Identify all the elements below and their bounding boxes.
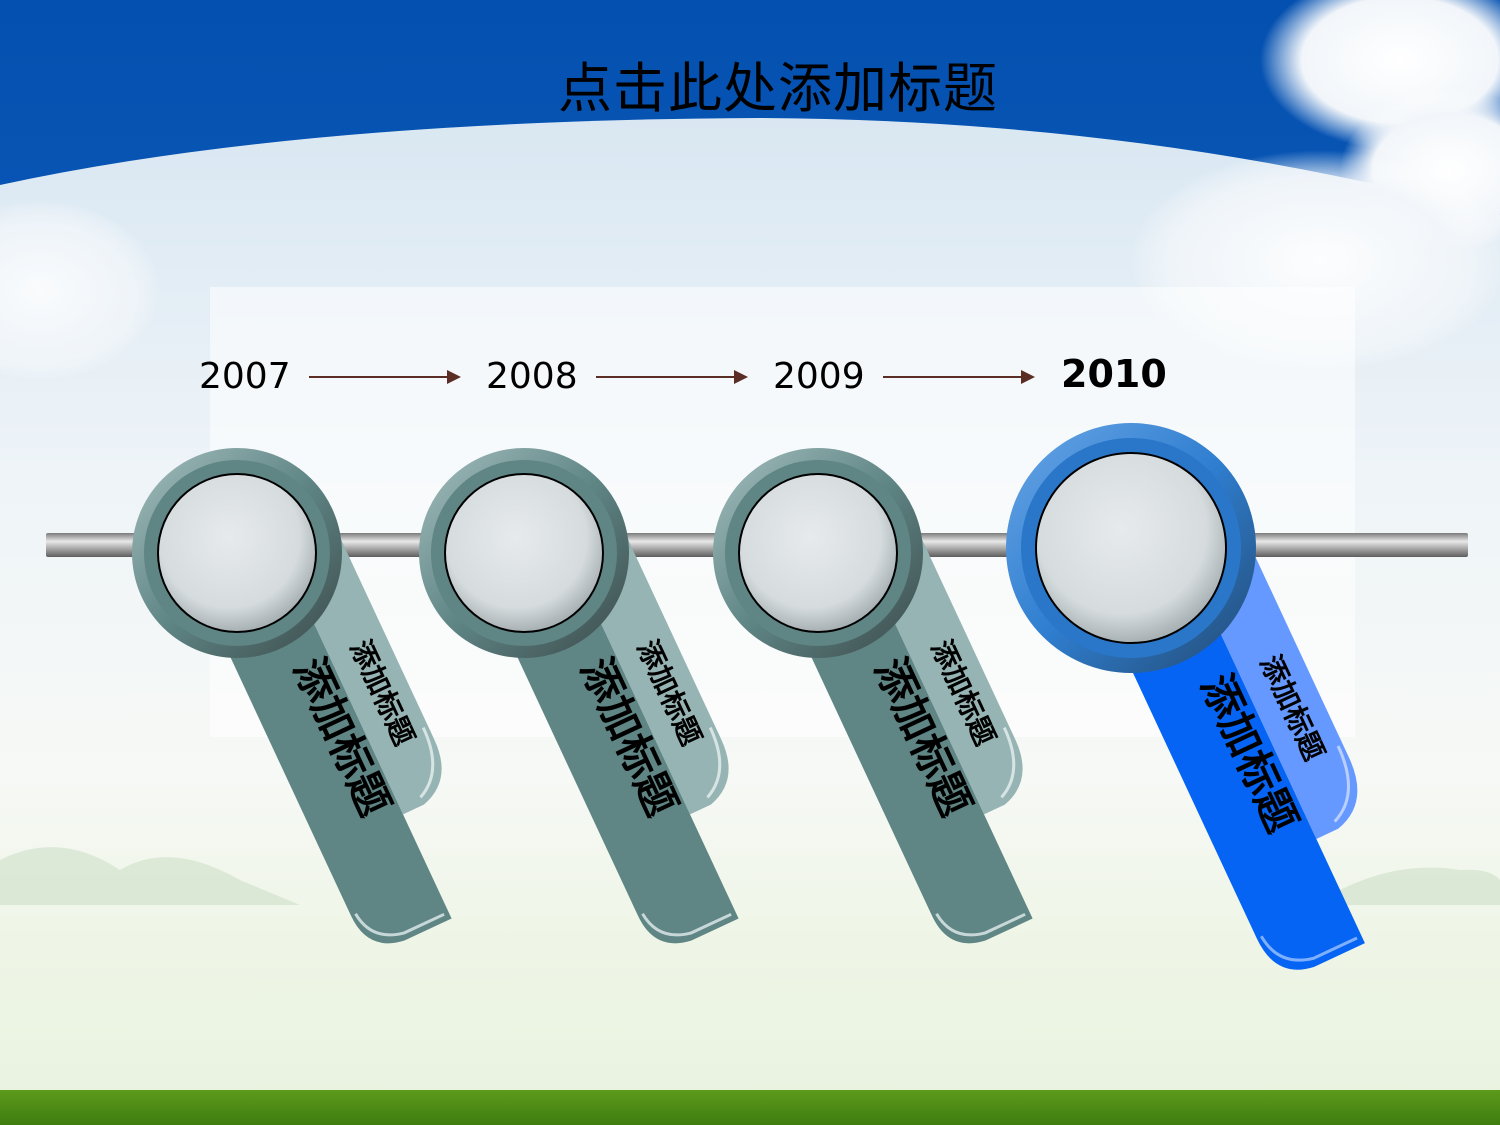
slide-title[interactable]: 点击此处添加标题 — [558, 57, 998, 120]
timeline-item-2010[interactable]: 添加标题 添加标题 — [1006, 423, 1423, 984]
arrow-icon — [883, 370, 1035, 384]
year-label-2007: 2007 — [199, 356, 291, 397]
timeline-item-2008[interactable]: 添加标题 添加标题 — [419, 448, 793, 957]
timeline-item-2007[interactable]: 添加标题 添加标题 — [132, 448, 506, 957]
year-label-2010: 2010 — [1061, 352, 1167, 396]
year-row: 2007 2008 2009 2010 — [0, 350, 1500, 410]
arrow-icon — [309, 370, 461, 384]
year-label-2009: 2009 — [773, 356, 865, 397]
timeline-item-2009[interactable]: 添加标题 添加标题 — [713, 448, 1087, 957]
year-label-2008: 2008 — [486, 356, 578, 397]
arrow-icon — [596, 370, 748, 384]
